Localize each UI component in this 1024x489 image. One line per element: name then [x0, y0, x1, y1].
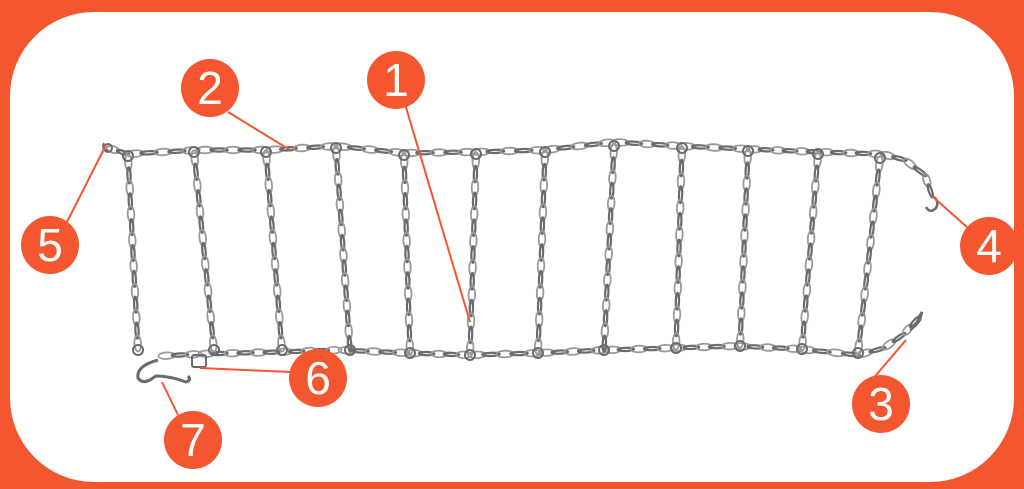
cross-chain — [673, 146, 686, 349]
cross-chain — [535, 150, 549, 354]
cross-chain — [333, 146, 353, 351]
top-side-chain — [196, 147, 269, 154]
bottom-side-chain — [538, 347, 607, 357]
top-side-chain — [266, 143, 338, 154]
leader-line — [871, 340, 906, 381]
cross-chain — [263, 150, 286, 352]
callout-number: 4 — [976, 220, 1002, 272]
cross-chain — [467, 152, 480, 356]
top-side-chain — [334, 143, 406, 157]
top-side-chain — [818, 149, 883, 158]
chain-link — [913, 165, 927, 177]
top-side-chain — [402, 149, 475, 157]
chain-link — [602, 336, 606, 352]
cross-chain — [855, 156, 884, 355]
cross-chain — [601, 144, 617, 351]
top-side-chain — [921, 173, 934, 198]
callout-7: 7 — [164, 411, 222, 469]
junction-ring — [133, 345, 143, 355]
leader-line — [200, 368, 290, 372]
cross-chain — [191, 150, 218, 352]
cross-chain — [125, 154, 142, 351]
leader-line — [162, 382, 178, 415]
callout-1: 1 — [367, 51, 425, 109]
callout-5: 5 — [21, 216, 79, 274]
top-side-chain — [472, 147, 547, 156]
callout-number: 5 — [37, 219, 63, 271]
leader-line — [228, 112, 290, 150]
cross-chain — [401, 153, 414, 354]
tire-chain — [104, 139, 934, 360]
callout-4: 4 — [960, 217, 1018, 275]
bottom-side-chain — [604, 345, 673, 354]
bottom-side-chain — [406, 350, 471, 359]
top-side-chain — [612, 139, 682, 150]
leader-line — [405, 104, 470, 322]
callout-number: 7 — [180, 414, 206, 466]
callout-number: 3 — [868, 378, 894, 430]
callout-2: 2 — [181, 59, 239, 117]
callout-number: 6 — [305, 352, 331, 404]
leader-line — [67, 145, 106, 222]
top-side-chain — [543, 139, 616, 154]
junction-ring — [465, 350, 475, 360]
callout-6: 6 — [289, 349, 347, 407]
callout-number: 1 — [383, 54, 409, 106]
leader-line — [932, 196, 968, 228]
top-side-chain — [678, 143, 749, 153]
lever-hook — [138, 360, 190, 382]
callout-3: 3 — [852, 375, 910, 433]
bottom-side-chain — [468, 350, 542, 359]
chain-link — [347, 336, 351, 352]
cross-chain — [737, 149, 752, 347]
top-side-chain — [746, 146, 821, 155]
callout-number: 2 — [197, 62, 223, 114]
cross-chain — [799, 152, 822, 351]
